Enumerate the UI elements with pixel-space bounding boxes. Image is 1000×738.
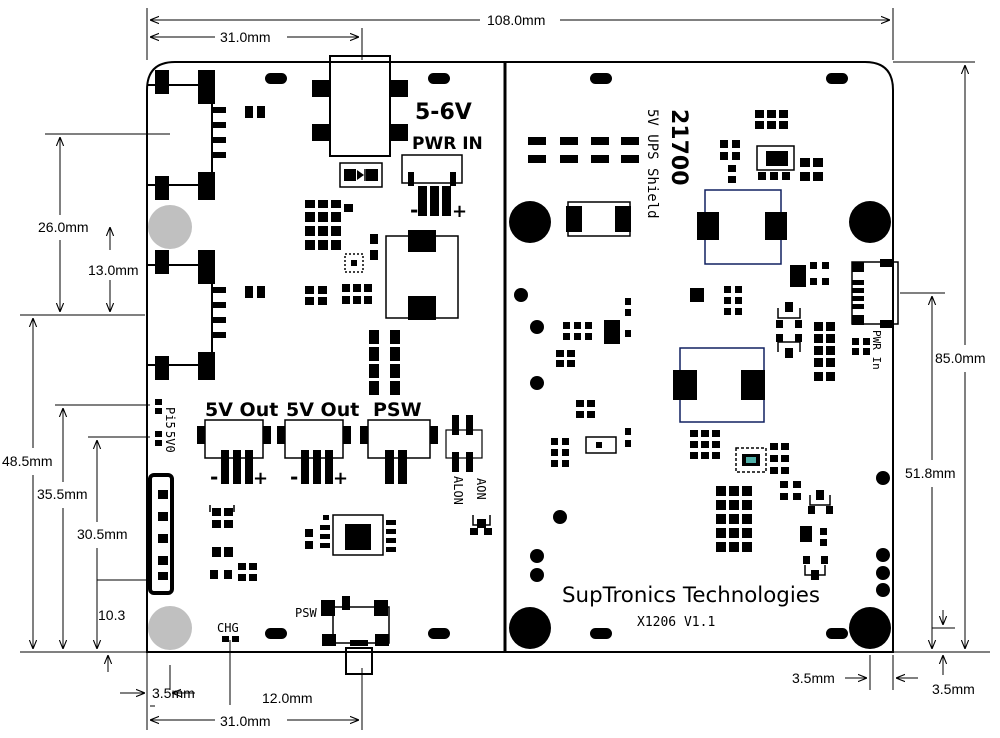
usb-connector-bottom [148,250,226,380]
mount-hole-left-bottom [148,606,192,650]
brand-name: SupTronics Technologies [562,583,820,607]
label-out2-minus: - [290,465,298,489]
mount-hole-left-top [148,205,192,249]
label-psw-small: PSW [295,606,317,620]
mount-hole-right-bl [509,607,551,649]
inductor-top [312,55,408,157]
dim-height-48-5: 48.5mm [2,453,53,469]
qfn-chip-right [735,447,767,473]
small-bracket-aon [470,515,492,535]
label-pwr-in-right: PWR In [870,330,883,370]
power-input-connector [401,154,463,216]
dim-left-half-bottom: 31.0mm [220,713,271,729]
label-aon: AON [474,478,488,500]
label-pi5: Pi5 [163,407,177,429]
dim-usb-span: 26.0mm [38,219,89,235]
qfn-chip-left [344,253,364,273]
dim-left-half-top: 31.0mm [220,29,271,45]
psw-connector [360,419,438,484]
battery-connector [148,473,174,595]
dim-chg-offset: 12.0mm [262,690,313,706]
dim-height-30-5: 30.5mm [77,526,128,542]
dim-usb-offset: 13.0mm [88,262,139,278]
diode-icon [339,162,383,188]
aon-switch [445,415,483,472]
dimension-lines [20,8,990,730]
dim-hole-x-left: 3.5mm [152,685,195,701]
label-pwr-minus: - [410,198,418,222]
label-psw: PSW [373,399,422,421]
jumper-pads [155,399,162,446]
dim-height-10-3: 10.3 [98,607,125,623]
capacitor-top [566,201,631,237]
smd-parts-right [514,262,890,597]
mount-hole-right-br [849,607,891,649]
dim-height-total: 85.0mm [935,350,986,366]
inductor-right-middle [673,347,765,423]
label-5v-out-1: 5V Out [205,399,278,421]
ic-chip-top-right [756,145,795,171]
label-shield: 5V UPS Shield [644,109,660,219]
label-pwr-in: PWR IN [412,134,483,154]
output-connector-1 [197,419,271,484]
dim-height-35-5: 35.5mm [37,486,88,502]
smd-parts-left-bottom [209,505,257,642]
smd-parts-left [245,106,400,395]
label-pwr-plus: + [452,201,467,222]
label-out1-minus: - [210,465,218,489]
label-out1-plus: + [253,468,268,489]
label-chg: CHG [217,621,239,635]
mount-hole-right-tl [509,201,551,243]
usb-connector-top [148,70,226,200]
dim-hole-y-right: 3.5mm [932,681,975,697]
label-out2-plus: + [333,468,348,489]
sot-parts-right [585,302,833,580]
dim-hole-x-right: 3.5mm [792,670,835,686]
board-slots [265,73,848,639]
dim-width-total: 108.0mm [487,12,545,28]
label-cell-type: 21700 [666,109,691,186]
board-outline [146,61,894,653]
ic-chip-soic [305,514,396,556]
output-connector-2 [277,419,351,484]
inductor-middle [385,230,459,320]
label-pwr-voltage: 5-6V [415,100,472,125]
model-version: X1206 V1.1 [637,615,715,630]
label-5v-out-2: 5V Out [286,399,359,421]
inductor-right-top [697,189,787,265]
micro-usb-connector [851,259,899,328]
label-5v0: 5V0 [163,431,177,453]
mount-hole-right-tr [849,201,891,243]
push-switch [321,596,390,675]
dim-height-51-8: 51.8mm [905,465,956,481]
smd-parts-right-top [528,110,823,183]
label-alon: ALON [451,476,465,505]
